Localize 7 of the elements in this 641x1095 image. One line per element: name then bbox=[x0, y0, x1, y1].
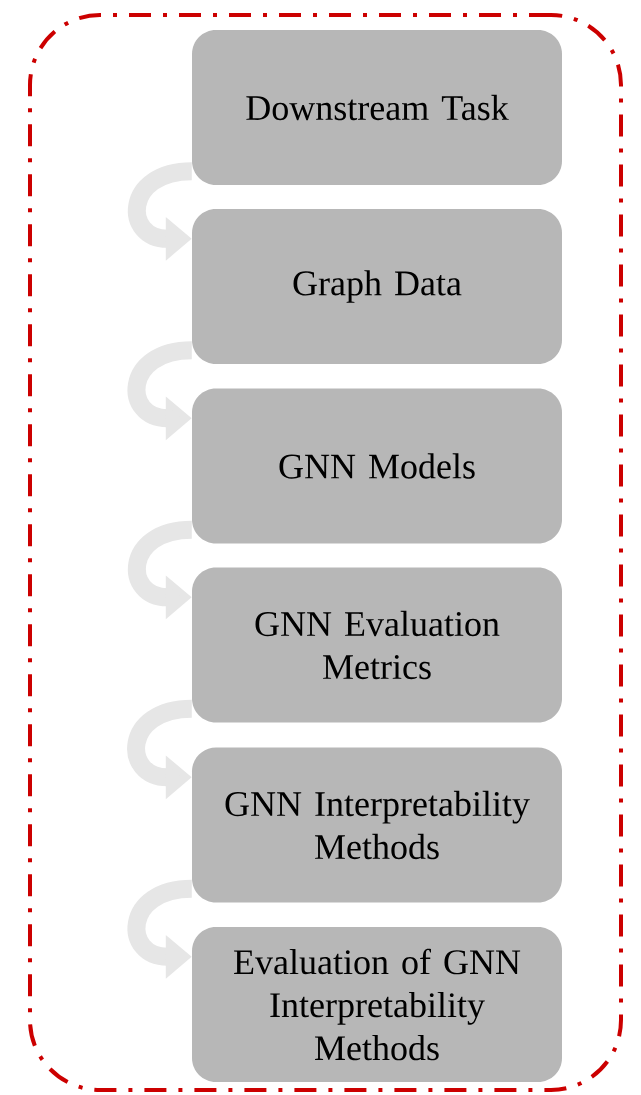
process-box: GNN Interpretability Methods bbox=[192, 747, 562, 903]
process-box: Evaluation of GNN Interpretability Methods bbox=[192, 927, 562, 1082]
process-box: Graph Data bbox=[192, 209, 562, 364]
dashed-frame bbox=[28, 13, 623, 1092]
process-box: GNN Evaluation Metrics bbox=[192, 567, 562, 723]
process-box: GNN Models bbox=[192, 388, 562, 544]
process-box: Downstream Task bbox=[192, 30, 562, 185]
